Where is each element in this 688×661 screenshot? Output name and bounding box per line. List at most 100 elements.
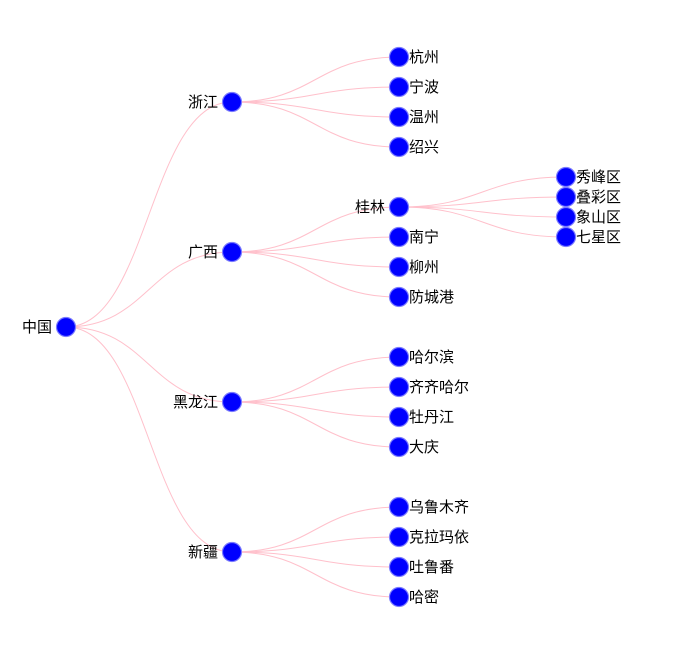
tree-link [231,401,400,448]
tree-link [231,236,400,253]
tree-link [398,206,567,238]
tree-link [231,386,400,403]
node-label: 叠彩区 [576,188,621,206]
tree-link [231,101,400,118]
tree-node[interactable]: 齐齐哈尔 [388,376,470,398]
tree-link [231,551,400,598]
tree-link [65,326,233,553]
tree-node[interactable]: 大庆 [388,436,440,458]
tree-link [231,551,400,568]
tree-node[interactable]: 桂林 [355,196,410,218]
node-label: 黑龙江 [173,393,218,411]
tree-link [398,206,567,218]
tree-node[interactable]: 黑龙江 [173,391,243,413]
node-circle[interactable] [388,226,410,248]
node-label: 齐齐哈尔 [409,378,469,396]
tree-node[interactable]: 吐鲁番 [388,556,455,578]
tree-link [231,251,400,298]
node-circle[interactable] [388,286,410,308]
node-label: 浙江 [188,93,218,111]
node-label: 秀峰区 [576,168,621,186]
tree-node[interactable]: 秀峰区 [555,166,622,188]
node-circle[interactable] [388,376,410,398]
tree-node[interactable]: 七星区 [555,226,622,248]
tree-link [231,356,400,403]
node-circle[interactable] [221,391,243,413]
tree-node[interactable]: 叠彩区 [555,186,622,208]
node-label: 七星区 [576,228,621,246]
tree-node[interactable]: 克拉玛依 [388,526,470,548]
node-circle[interactable] [555,186,577,208]
node-label: 大庆 [409,438,439,456]
tree-node[interactable]: 南宁 [388,226,440,248]
node-label: 哈密 [409,588,439,606]
tree-node[interactable]: 乌鲁木齐 [388,496,470,518]
node-circle[interactable] [388,436,410,458]
node-label: 新疆 [188,543,218,561]
tree-node[interactable]: 牡丹江 [388,406,455,428]
node-circle[interactable] [388,346,410,368]
node-circle[interactable] [221,541,243,563]
node-label: 温州 [409,108,439,126]
tree-node[interactable]: 哈尔滨 [388,346,455,368]
tree-node[interactable]: 象山区 [555,206,622,228]
tree-node[interactable]: 绍兴 [388,136,440,158]
tree-node[interactable]: 柳州 [388,256,440,278]
tree-node[interactable]: 中国 [22,316,77,338]
tree-link [231,506,400,553]
tree-link [231,401,400,418]
tree-node[interactable]: 浙江 [188,91,243,113]
tree-link [65,251,233,328]
node-label: 宁波 [409,78,439,96]
tree-node[interactable]: 宁波 [388,76,440,98]
tree-node[interactable]: 哈密 [388,586,440,608]
tree-link [231,251,400,268]
node-circle[interactable] [555,206,577,228]
node-circle[interactable] [388,256,410,278]
tree-node[interactable]: 杭州 [388,46,440,68]
node-label: 吐鲁番 [409,558,454,576]
tree-link [231,101,400,148]
node-circle[interactable] [388,406,410,428]
node-label: 防城港 [409,288,454,306]
tree-link [65,326,233,403]
tree-node[interactable]: 温州 [388,106,440,128]
node-circle[interactable] [221,241,243,263]
tree-node[interactable]: 广西 [188,241,243,263]
node-circle[interactable] [388,46,410,68]
node-circle[interactable] [555,166,577,188]
node-circle[interactable] [388,136,410,158]
tree-link [231,536,400,553]
node-circle[interactable] [388,526,410,548]
tree-link [231,56,400,103]
node-label: 乌鲁木齐 [409,498,469,516]
tree-link [231,86,400,103]
node-circle[interactable] [555,226,577,248]
tree-link [65,101,233,328]
node-label: 象山区 [576,208,621,226]
tree-link [231,206,400,253]
node-label: 桂林 [355,198,385,216]
tree-node[interactable]: 防城港 [388,286,455,308]
node-circle[interactable] [388,106,410,128]
node-circle[interactable] [55,316,77,338]
node-label: 杭州 [409,48,439,66]
node-label: 中国 [22,318,52,336]
node-label: 哈尔滨 [409,348,454,366]
node-circle[interactable] [221,91,243,113]
tree-link [398,176,567,208]
node-circle[interactable] [388,556,410,578]
node-label: 克拉玛依 [409,528,469,546]
node-label: 柳州 [409,258,439,276]
node-label: 绍兴 [409,138,439,156]
tree-link [398,196,567,208]
node-circle[interactable] [388,196,410,218]
node-circle[interactable] [388,586,410,608]
node-label: 南宁 [409,228,439,246]
tree-node[interactable]: 新疆 [188,541,243,563]
links-layer [65,56,567,598]
node-circle[interactable] [388,76,410,98]
node-circle[interactable] [388,496,410,518]
